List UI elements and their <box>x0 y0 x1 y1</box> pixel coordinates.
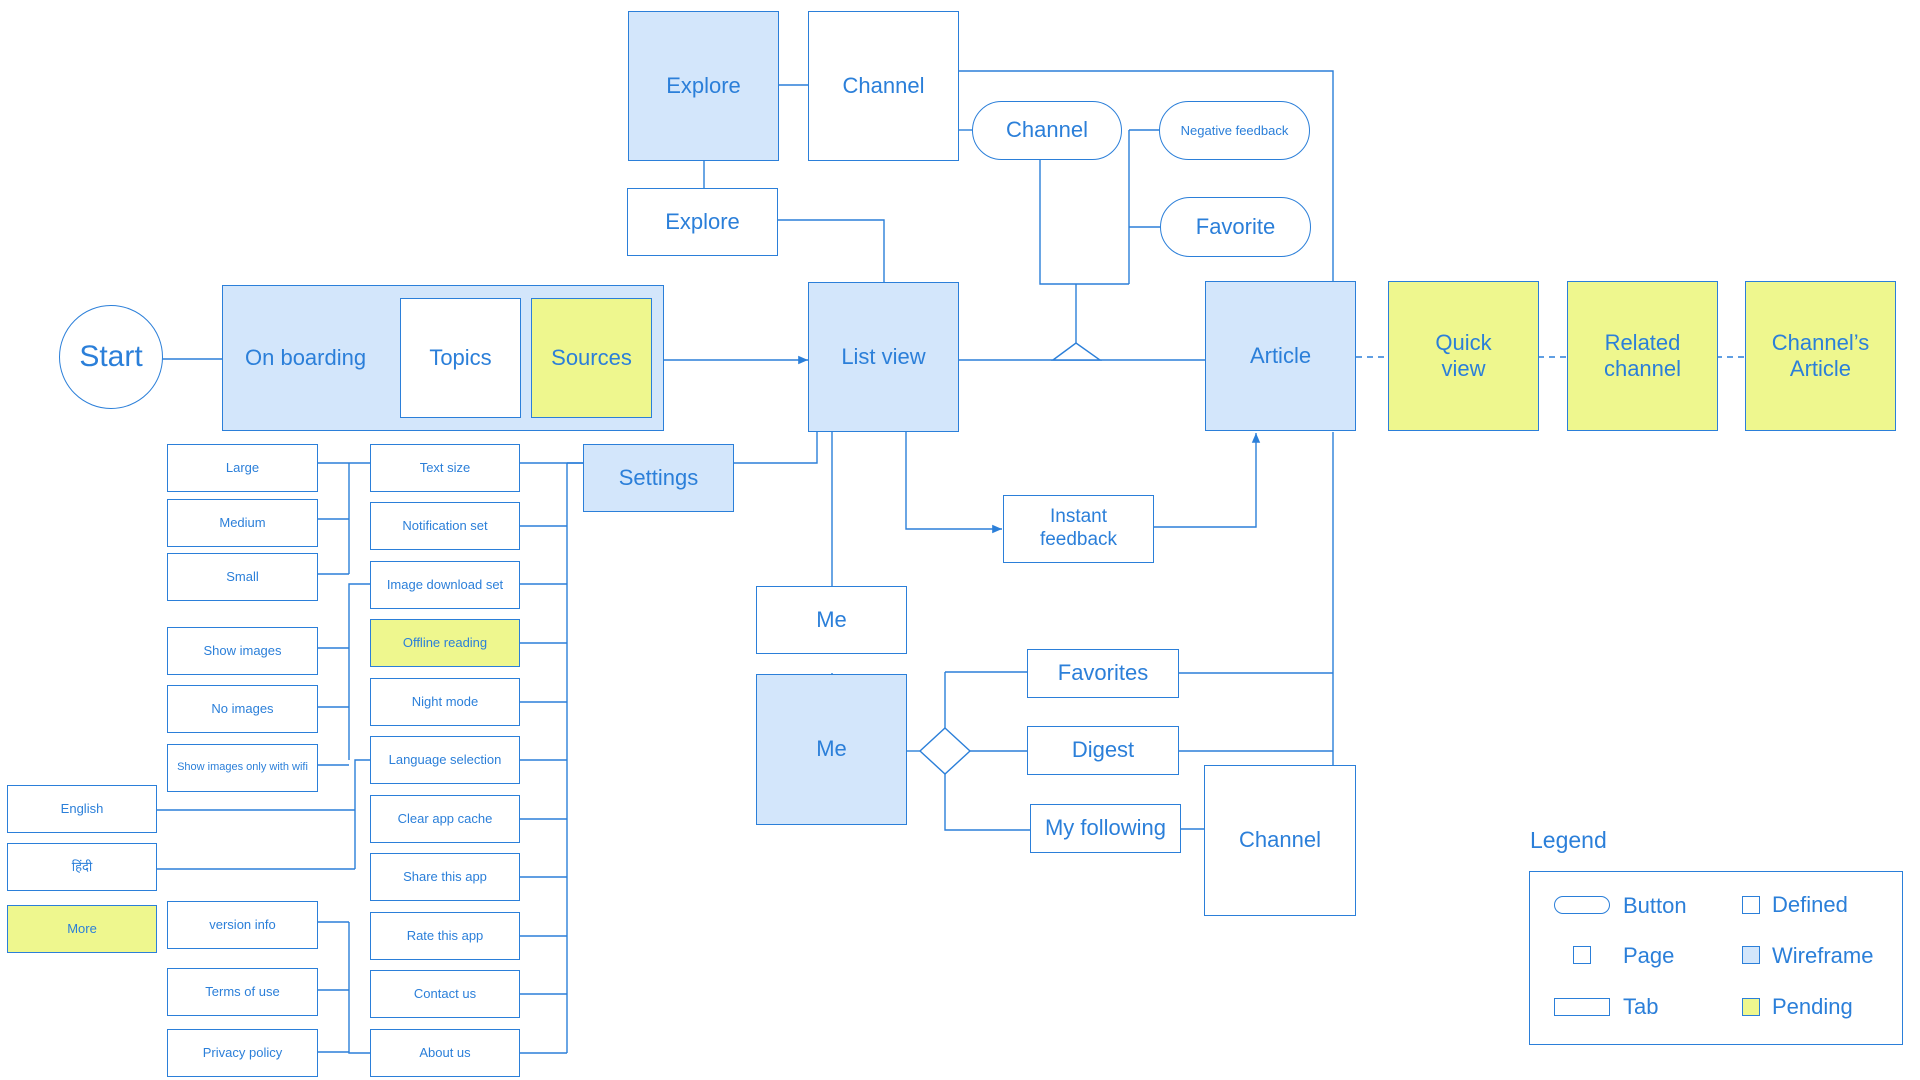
legend-button-swatch <box>1554 896 1610 914</box>
legend-panel <box>1529 871 1903 1045</box>
language-english: English <box>7 785 157 833</box>
notification-set-item: Notification set <box>370 502 520 550</box>
clear-app-cache-item: Clear app cache <box>370 795 520 843</box>
legend-tab-label: Tab <box>1623 994 1659 1019</box>
onboarding-title: On boarding <box>245 344 367 370</box>
share-this-app-item: Share this app <box>370 853 520 901</box>
sources-page: Sources <box>531 298 652 418</box>
quick-view-page: Quick view <box>1388 281 1539 431</box>
channel-button: Channel <box>972 101 1122 160</box>
language-hindi: हिंदी <box>7 843 157 891</box>
text-size-small: Small <box>167 553 318 601</box>
offline-reading-item: Offline reading <box>370 619 520 667</box>
digest-tab: Digest <box>1027 726 1179 775</box>
version-info-item: version info <box>167 901 318 949</box>
legend-button-label: Button <box>1623 893 1687 918</box>
favorites-tab: Favorites <box>1027 649 1179 698</box>
article-page: Article <box>1205 281 1356 431</box>
list-view-page: List view <box>808 282 959 432</box>
legend-wireframe-label: Wireframe <box>1772 943 1874 968</box>
me-page: Me <box>756 674 907 825</box>
text-size-item: Text size <box>370 444 520 492</box>
night-mode-item: Night mode <box>370 678 520 726</box>
favorite-button: Favorite <box>1160 197 1311 257</box>
privacy-policy-item: Privacy policy <box>167 1029 318 1077</box>
image-download-set-item: Image download set <box>370 561 520 609</box>
channel-page-bottom: Channel <box>1204 765 1356 916</box>
my-following-tab: My following <box>1030 804 1181 853</box>
channel-page-top: Channel <box>808 11 959 161</box>
legend-defined-swatch <box>1742 896 1760 914</box>
about-us-item: About us <box>370 1029 520 1077</box>
language-more: More <box>7 905 157 953</box>
explore-page: Explore <box>628 11 779 161</box>
legend-tab-swatch <box>1554 998 1610 1016</box>
text-size-medium: Medium <box>167 499 318 547</box>
terms-of-use-item: Terms of use <box>167 968 318 1016</box>
wifi-only-option: Show images only with wifi <box>167 744 318 792</box>
decision-diamond <box>918 727 972 775</box>
language-selection-item: Language selection <box>370 736 520 784</box>
me-tab: Me <box>756 586 907 654</box>
no-images-option: No images <box>167 685 318 733</box>
legend-defined-label: Defined <box>1772 892 1848 917</box>
legend-wireframe-swatch <box>1742 946 1760 964</box>
legend-page-swatch <box>1573 946 1591 964</box>
show-images-option: Show images <box>167 627 318 675</box>
legend-pending-label: Pending <box>1772 994 1853 1019</box>
text-size-large: Large <box>167 444 318 492</box>
rate-this-app-item: Rate this app <box>370 912 520 960</box>
topics-page: Topics <box>400 298 521 418</box>
related-channel-page: Related channel <box>1567 281 1718 431</box>
explore-tab: Explore <box>627 188 778 256</box>
legend-pending-swatch <box>1742 998 1760 1016</box>
legend-title: Legend <box>1530 827 1607 853</box>
start-node: Start <box>59 305 163 409</box>
legend-page-label: Page <box>1623 943 1675 968</box>
settings-page: Settings <box>583 444 734 512</box>
negative-feedback-button: Negative feedback <box>1159 101 1310 160</box>
instant-feedback-tab: Instant feedback <box>1003 495 1154 563</box>
contact-us-item: Contact us <box>370 970 520 1018</box>
channels-article-page: Channel’s Article <box>1745 281 1896 431</box>
